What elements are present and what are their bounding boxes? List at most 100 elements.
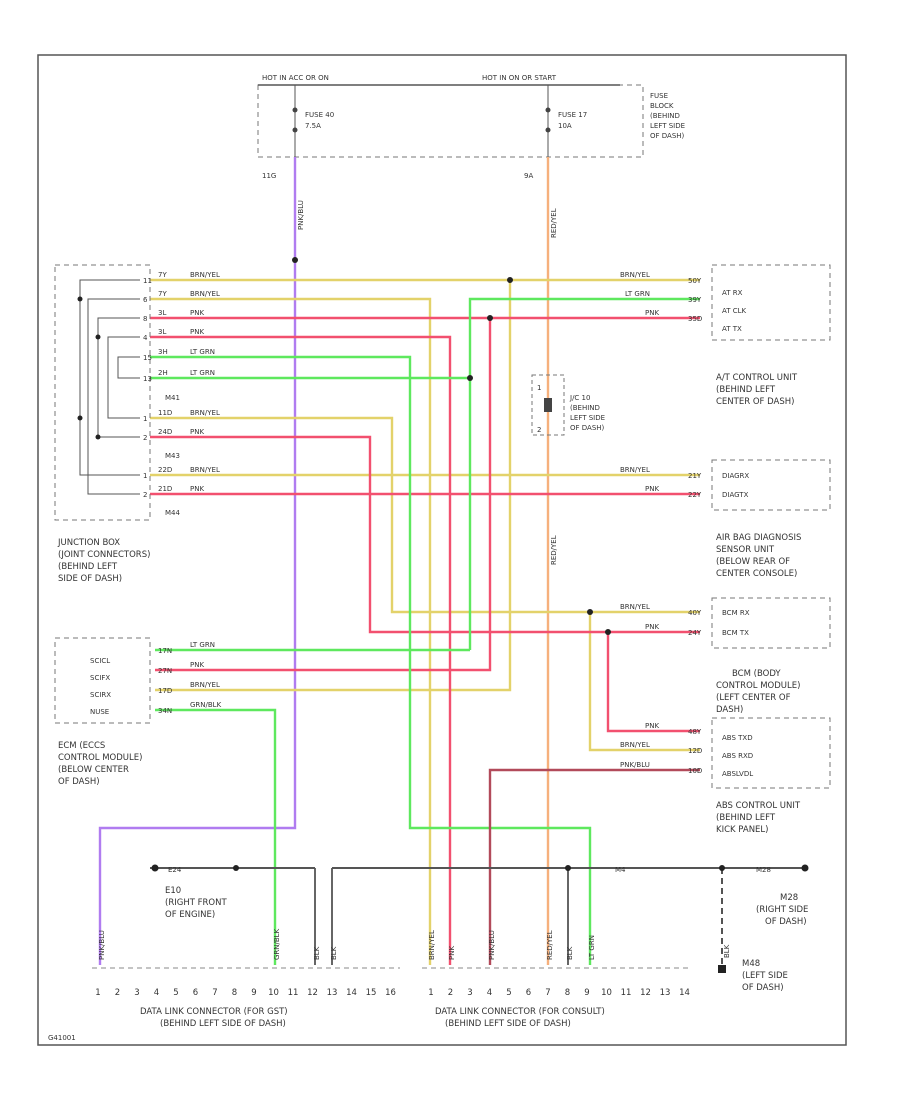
ecm-pin-2: 27N [158,667,172,675]
jc-label-2: (BEHIND [570,404,600,412]
dlc1-pin-15: 15 [366,988,377,998]
jb-wire-9: BRN/YEL [190,466,220,474]
ecm-caption-3: (BELOW CENTER [58,765,129,775]
at-caption-2: (BEHIND LEFT [716,385,776,395]
jb-connector-m41: M41 [165,394,180,402]
at-pin-1: 50Y [688,277,702,285]
dlc2-pin-6: 6 [526,988,531,998]
ecm-term-2: SCIFX [90,674,110,682]
ecm-pin-4: 34N [158,707,172,715]
dlc2-pin-3: 3 [467,988,472,998]
dlc1-pin-10: 10 [268,988,279,998]
dlc2-pin-12: 12 [640,988,651,998]
at-term-2: AT CLK [722,307,747,315]
ecm-caption-1: ECM (ECCS [58,741,105,751]
dlc2-wire-1: BRN/YEL [428,930,436,960]
label-jc-wire: RED/YEL [550,535,558,565]
jc-label-4: OF DASH) [570,424,605,432]
ecm-wire-1: LT GRN [190,641,215,649]
jb-caption-1: JUNCTION BOX [57,538,120,548]
ecm-caption-4: OF DASH) [58,777,100,787]
dlc1-wire-1: PNK/BLU [98,930,106,960]
abs-caption-1: ABS CONTROL UNIT [716,801,801,811]
ab-caption-3: (BELOW REAR OF [716,557,790,567]
jb-caption-4: SIDE OF DASH) [58,574,122,584]
vertical-wire-labels: PNK/BLU RED/YEL RED/YEL PNK/BLU GRN/BLK … [98,200,731,960]
junction-box: 11 6 8 4 15 13 1 2 1 2 7Y 7Y 3L 3L 3H 2H… [54,264,220,584]
jc-label-1: J/C 10 [569,394,590,402]
wire-pnk-abs [606,632,700,733]
jb-wire-6: LT GRN [190,369,215,377]
ab-caption-1: AIR BAG DIAGNOSIS [716,533,801,543]
fuse-left-label: FUSE 40 [305,111,334,119]
ab-term-1: DIAGRX [722,472,749,480]
ecm-term-3: SCIRX [90,691,111,699]
bcm-caption-3: (LEFT CENTER OF [716,693,791,703]
fuse-right-supply: HOT IN ON OR START [482,74,557,82]
fuse-block-loc-4: LEFT SIDE [650,122,685,130]
abs-caption-3: KICK PANEL) [716,825,768,835]
abs-pin-2: 12D [688,747,702,755]
dlc2-wire-2: PNK [448,946,456,960]
abs-term-1: ABS TXD [722,734,753,742]
ground-e24: E24 [168,866,182,874]
jb-pin-7: 1 [143,415,147,423]
ecm-pin-3: 17D [158,687,172,695]
abs-term-2: ABS RXD [722,752,753,760]
jb-term-8: 24D [158,428,172,436]
dlc2-wire-5: BLK [566,946,574,960]
ground-m28: M28 [756,866,771,874]
ab-caption-2: SENSOR UNIT [716,545,775,555]
fuse-block: HOT IN ACC OR ON HOT IN ON OR START FUSE… [257,74,685,180]
jb-pin-10: 2 [143,491,147,499]
splices [151,257,809,973]
ground-m28-caption-2: (RIGHT SIDE [756,905,808,915]
jc-pin-2: 2 [537,426,541,434]
at-control-unit: BRN/YEL LT GRN PNK 50Y 39Y 35D AT RX AT … [620,264,831,407]
bcm-module: BRN/YEL PNK 40Y 24Y BCM RX BCM TX BCM (B… [620,597,831,715]
label-fuse-right-wire: RED/YEL [550,208,558,238]
ground-m48-wire: BLK [723,944,731,958]
dlc2-pin-9: 9 [584,988,589,998]
wire-pnk-blu-main [98,157,297,965]
dlc2-pin-14: 14 [679,988,690,998]
dlc2-pin-13: 13 [660,988,671,998]
bcm-term-1: BCM RX [722,609,750,617]
jb-wire-10: PNK [190,485,204,493]
dlc2-caption-1: DATA LINK CONNECTOR (FOR CONSULT) [435,1007,605,1017]
abs-pin-1: 48Y [688,728,702,736]
at-wire-3: PNK [645,309,659,317]
at-wire-1: BRN/YEL [620,271,650,279]
jb-pin-4: 4 [143,334,148,342]
abs-wire-1: PNK [645,722,659,730]
abs-term-3: ABSLVDL [722,770,753,778]
bcm-term-2: BCM TX [722,629,749,637]
jb-term-4: 3L [158,328,166,336]
bcm-pin-2: 24Y [688,629,702,637]
ab-pin-1: 21Y [688,472,702,480]
dlc2-pin-1: 1 [428,988,433,998]
fuse-block-loc-5: OF DASH) [650,132,685,140]
fuse-right-amps: 10A [558,122,572,130]
fuse-block-loc-3: (BEHIND [650,112,680,120]
figure-id: G41001 [48,1034,76,1042]
ecm-term-4: NUSE [90,708,109,716]
jb-wire-3: PNK [190,309,204,317]
dlc1-pin-6: 6 [193,988,198,998]
ab-term-2: DIAGTX [722,491,749,499]
ground-m48-caption-3: OF DASH) [742,983,784,993]
dlc2-wire-6: LT GRN [588,935,596,960]
dlc1-pin-12: 12 [307,988,318,998]
jb-caption-3: (BEHIND LEFT [58,562,118,572]
abs-caption-2: (BEHIND LEFT [716,813,776,823]
ecm-term-1: SCICL [90,657,110,665]
wire-pnk-blu-abs [488,768,700,965]
dlc1-caption-1: DATA LINK CONNECTOR (FOR GST) [140,1007,288,1017]
ecm-module: SCICL SCIFX SCIRX NUSE 17N 27N 17D 34N L… [54,637,222,787]
dlc2-caption-2: (BEHIND LEFT SIDE OF DASH) [445,1019,571,1029]
label-fuse-left-wire: PNK/BLU [297,200,305,230]
ground-e10-caption-2: (RIGHT FRONT [165,898,227,908]
dlc1-pin-13: 13 [327,988,338,998]
fuse-left-pin: 11G [262,172,276,180]
